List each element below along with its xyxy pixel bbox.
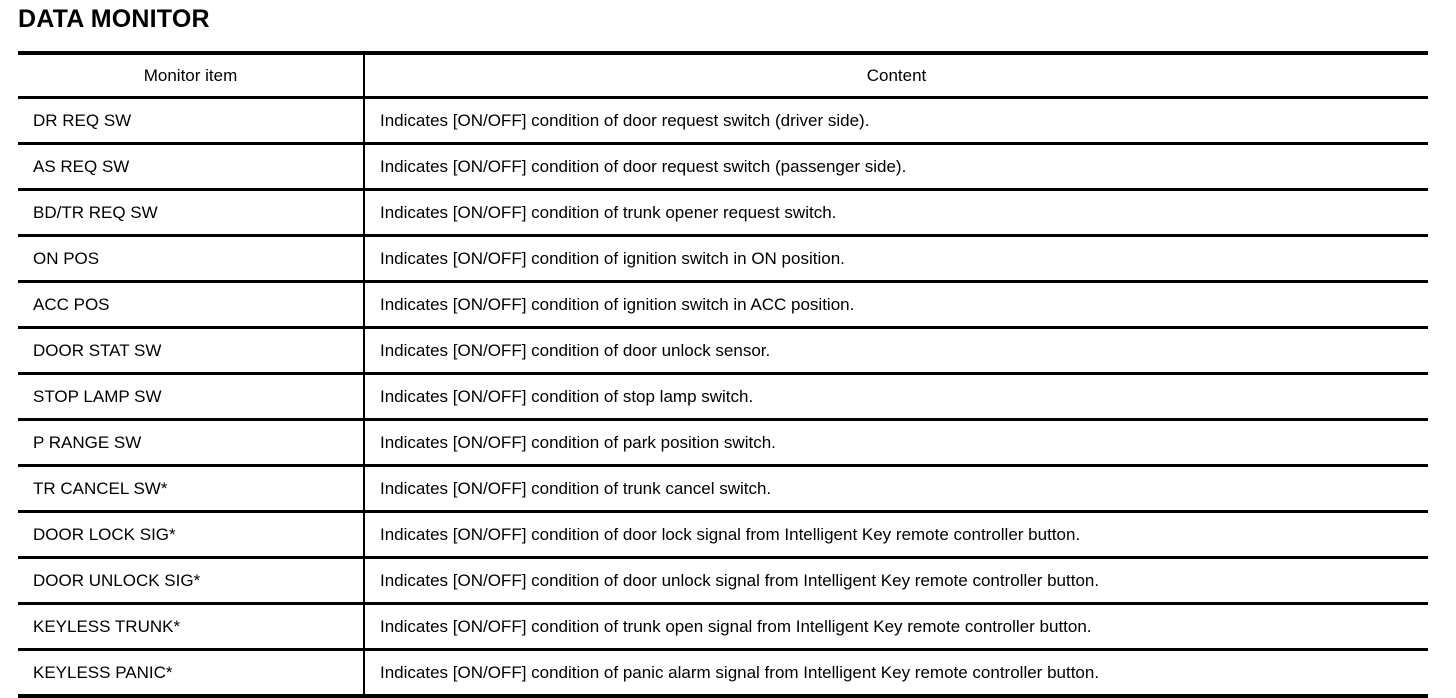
- table-row: TR CANCEL SW* Indicates [ON/OFF] conditi…: [18, 465, 1428, 513]
- table-row: KEYLESS PANIC* Indicates [ON/OFF] condit…: [18, 649, 1428, 698]
- content-text: Indicates [ON/OFF] condition of park pos…: [380, 432, 776, 452]
- content-cell: Indicates [ON/OFF] condition of ignition…: [363, 281, 1428, 329]
- content-cell: Indicates [ON/OFF] condition of trunk ca…: [363, 465, 1428, 513]
- monitor-item-cell: DOOR LOCK SIG*: [18, 511, 364, 559]
- table-header: Monitor item Content: [18, 51, 1428, 99]
- content-cell: Indicates [ON/OFF] condition of door req…: [363, 143, 1428, 191]
- content-text: Indicates [ON/OFF] condition of door unl…: [380, 570, 1100, 590]
- table-row: STOP LAMP SW Indicates [ON/OFF] conditio…: [18, 373, 1428, 421]
- page-title: DATA MONITOR: [18, 5, 210, 33]
- monitor-item-label: KEYLESS TRUNK*: [33, 616, 181, 636]
- monitor-item-label: STOP LAMP SW: [33, 386, 162, 406]
- content-text: Indicates [ON/OFF] condition of door req…: [380, 156, 907, 176]
- monitor-item-label: DR REQ SW: [33, 110, 132, 130]
- table-row: ON POS Indicates [ON/OFF] condition of i…: [18, 235, 1428, 283]
- table-row: DOOR UNLOCK SIG* Indicates [ON/OFF] cond…: [18, 557, 1428, 605]
- content-cell: Indicates [ON/OFF] condition of ignition…: [363, 235, 1428, 283]
- column-header-monitor-item-label: Monitor item: [143, 65, 238, 85]
- content-text: Indicates [ON/OFF] condition of ignition…: [380, 248, 845, 268]
- content-text: Indicates [ON/OFF] condition of trunk op…: [380, 202, 837, 222]
- content-text: Indicates [ON/OFF] condition of stop lam…: [380, 386, 754, 406]
- monitor-item-cell: ON POS: [18, 235, 364, 283]
- column-header-monitor-item: Monitor item: [18, 51, 364, 99]
- monitor-item-label: ACC POS: [33, 294, 110, 314]
- content-cell: Indicates [ON/OFF] condition of door unl…: [363, 327, 1428, 375]
- monitor-item-cell: KEYLESS PANIC*: [18, 649, 364, 698]
- monitor-item-cell: AS REQ SW: [18, 143, 364, 191]
- column-header-content-label: Content: [866, 65, 927, 85]
- monitor-item-label: ON POS: [33, 248, 100, 268]
- content-cell: Indicates [ON/OFF] condition of park pos…: [363, 419, 1428, 467]
- monitor-item-label: AS REQ SW: [33, 156, 130, 176]
- monitor-item-cell: ACC POS: [18, 281, 364, 329]
- table-row: DOOR STAT SW Indicates [ON/OFF] conditio…: [18, 327, 1428, 375]
- table-row: DR REQ SW Indicates [ON/OFF] condition o…: [18, 97, 1428, 145]
- table-header-row: Monitor item Content: [18, 51, 1428, 99]
- content-text: Indicates [ON/OFF] condition of door loc…: [380, 524, 1081, 544]
- column-header-content: Content: [363, 51, 1428, 99]
- monitor-item-cell: DOOR STAT SW: [18, 327, 364, 375]
- content-cell: Indicates [ON/OFF] condition of door req…: [363, 97, 1428, 145]
- table-row: AS REQ SW Indicates [ON/OFF] condition o…: [18, 143, 1428, 191]
- monitor-item-cell: BD/TR REQ SW: [18, 189, 364, 237]
- table-row: DOOR LOCK SIG* Indicates [ON/OFF] condit…: [18, 511, 1428, 559]
- monitor-item-cell: STOP LAMP SW: [18, 373, 364, 421]
- table-row: BD/TR REQ SW Indicates [ON/OFF] conditio…: [18, 189, 1428, 237]
- table-row: P RANGE SW Indicates [ON/OFF] condition …: [18, 419, 1428, 467]
- content-cell: Indicates [ON/OFF] condition of door loc…: [363, 511, 1428, 559]
- table-body: DR REQ SW Indicates [ON/OFF] condition o…: [18, 97, 1428, 698]
- monitor-item-cell: P RANGE SW: [18, 419, 364, 467]
- monitor-item-cell: DR REQ SW: [18, 97, 364, 145]
- monitor-item-label: P RANGE SW: [33, 432, 142, 452]
- monitor-item-label: TR CANCEL SW*: [33, 478, 168, 498]
- monitor-item-cell: KEYLESS TRUNK*: [18, 603, 364, 651]
- content-text: Indicates [ON/OFF] condition of trunk ca…: [380, 478, 772, 498]
- monitor-item-cell: TR CANCEL SW*: [18, 465, 364, 513]
- content-text: Indicates [ON/OFF] condition of door req…: [380, 110, 870, 130]
- content-cell: Indicates [ON/OFF] condition of panic al…: [363, 649, 1428, 698]
- monitor-item-label: DOOR LOCK SIG*: [33, 524, 176, 544]
- content-text: Indicates [ON/OFF] condition of door unl…: [380, 340, 771, 360]
- content-text: Indicates [ON/OFF] condition of ignition…: [380, 294, 855, 314]
- content-cell: Indicates [ON/OFF] condition of stop lam…: [363, 373, 1428, 421]
- data-monitor-table: Monitor item Content DR REQ SW Indicates…: [18, 51, 1428, 698]
- table-row: KEYLESS TRUNK* Indicates [ON/OFF] condit…: [18, 603, 1428, 651]
- data-monitor-page: DATA MONITOR Monitor item Content DR REQ…: [18, 5, 1428, 698]
- monitor-item-label: DOOR UNLOCK SIG*: [33, 570, 201, 590]
- monitor-item-cell: DOOR UNLOCK SIG*: [18, 557, 364, 605]
- content-cell: Indicates [ON/OFF] condition of trunk op…: [363, 189, 1428, 237]
- content-cell: Indicates [ON/OFF] condition of trunk op…: [363, 603, 1428, 651]
- monitor-item-label: BD/TR REQ SW: [33, 202, 158, 222]
- monitor-item-label: DOOR STAT SW: [33, 340, 162, 360]
- table-row: ACC POS Indicates [ON/OFF] condition of …: [18, 281, 1428, 329]
- content-text: Indicates [ON/OFF] condition of trunk op…: [380, 616, 1092, 636]
- content-cell: Indicates [ON/OFF] condition of door unl…: [363, 557, 1428, 605]
